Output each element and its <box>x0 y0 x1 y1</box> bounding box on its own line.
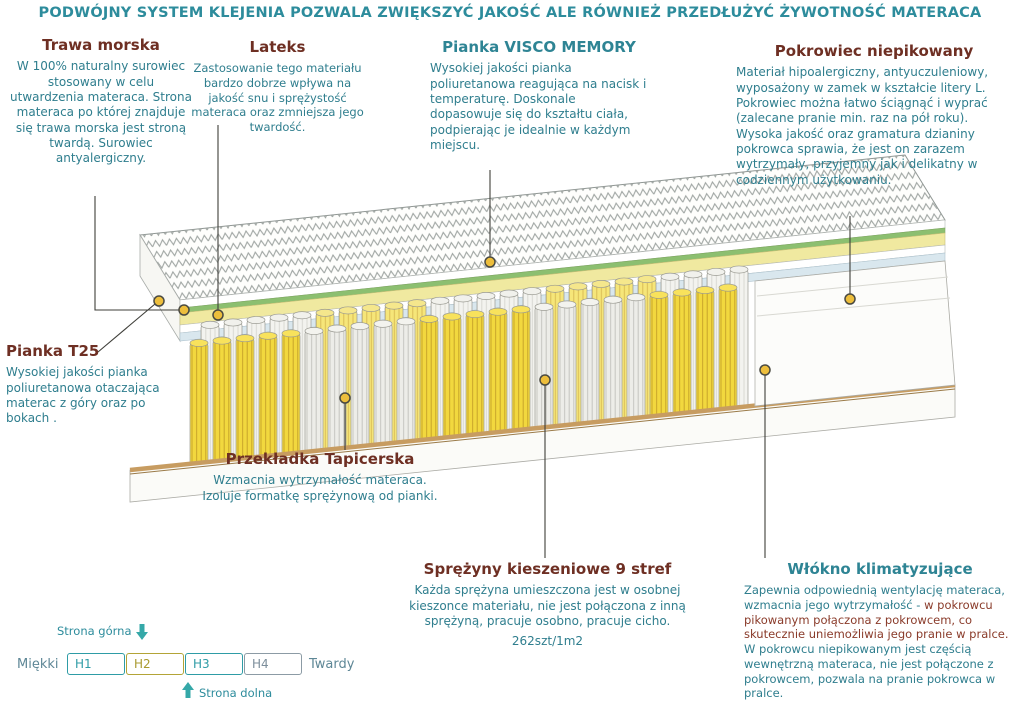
wlokno-block: Włókno klimatyzujące Zapewnia odpowiedni… <box>744 560 1016 701</box>
visco-memory-description: Wysokiej jakości pianka poliuretanowa re… <box>430 61 647 152</box>
leader-lines <box>94 125 851 558</box>
hardness-segment-h2: H2 <box>126 653 184 675</box>
wlokno-text-part3: W pokrowcu niepikowanym jest częścią wew… <box>744 642 996 701</box>
hardness-segment-h1: H1 <box>67 653 125 675</box>
cover-layer-line <box>756 276 949 297</box>
pianka-t25-block: Pianka T25 Wysokiej jakości pianka poliu… <box>6 342 168 427</box>
sprezyny-marker <box>539 374 551 386</box>
hardness-segment-h3: H3 <box>185 653 243 675</box>
visco-memory-block: Pianka VISCO MEMORY Wysokiej jakości pia… <box>430 38 648 153</box>
wlokno-description: Zapewnia odpowiednią wentylację materaca… <box>744 583 1016 701</box>
przekladka-marker <box>339 392 351 404</box>
przekladka-title: Przekładka Tapicerska <box>225 450 415 468</box>
sprezyny-title: Sprężyny kieszeniowe 9 stref <box>423 560 672 578</box>
visco-memory-title: Pianka VISCO MEMORY <box>442 38 636 56</box>
pokrowiec-marker <box>844 293 856 305</box>
trawa-morska-description: W 100% naturalny surowiec stosowany w ce… <box>10 59 192 166</box>
soft-label: Miękki <box>17 657 59 672</box>
bottom-side-arrow-icon <box>181 682 195 702</box>
pianka-t25-description: Wysokiej jakości pianka poliuretanowa ot… <box>6 365 160 426</box>
t25-leader-line <box>97 303 156 353</box>
hardness-scale: Strona górna Miękki H1 H2 H3 H4 Twardy S… <box>15 618 385 723</box>
hardness-segment-h4: H4 <box>244 653 302 675</box>
przekladka-description: Wzmacnia wytrzymałość materaca. Izoluje … <box>202 473 438 503</box>
wlokno-marker <box>759 364 771 376</box>
base-edge-shadow <box>129 388 956 475</box>
trawa-leader-line <box>94 196 180 311</box>
leader-markers <box>153 256 856 404</box>
trawa-morska-block: Trawa morska W 100% naturalny surowiec s… <box>10 36 192 167</box>
pokrowiec-description: Materiał hipoalergiczny, antyuczuleniowy… <box>736 65 989 187</box>
przekladka-block: Przekładka Tapicerska Wzmacnia wytrzymał… <box>200 450 440 504</box>
lateks-title: Lateks <box>249 38 306 56</box>
top-side-arrow-icon <box>135 624 149 644</box>
wlokno-text-part2: w pokrowcu pikowanym połączona z pokrowc… <box>744 597 1009 642</box>
lateks-marker <box>212 309 224 321</box>
zigzag-foam-texture <box>140 155 945 300</box>
trawa-morska-marker <box>178 304 190 316</box>
pokrowiec-block: Pokrowiec niepikowany Materiał hipoalerg… <box>736 42 1012 188</box>
pianka-t25-title: Pianka T25 <box>6 342 100 360</box>
visco-marker <box>484 256 496 268</box>
hard-label: Twardy <box>309 657 355 672</box>
pokrowiec-title: Pokrowiec niepikowany <box>774 42 974 60</box>
sprezyny-description: Każda sprężyna umieszczona jest w osobne… <box>409 583 686 628</box>
top-side-label: Strona górna <box>57 624 132 638</box>
t25-marker <box>153 295 165 307</box>
covered-mattress-end <box>754 260 956 407</box>
wlokno-text-part1: Zapewnia odpowiednią wentylację materaca… <box>744 583 1005 612</box>
cover-layer-line <box>756 297 951 317</box>
bottom-side-label: Strona dolna <box>199 686 273 700</box>
springs-per-m2: 262szt/1m2 <box>511 634 584 649</box>
header-banner: PODWÓJNY SYSTEM KLEJENIA POZWALA ZWIĘKSZ… <box>38 5 982 21</box>
lateks-block: Lateks Zastosowanie tego materiału bardz… <box>190 38 365 135</box>
lateks-description: Zastosowanie tego materiału bardzo dobrz… <box>191 61 364 135</box>
hardness-bar: H1 H2 H3 H4 <box>67 653 303 675</box>
trawa-morska-title: Trawa morska <box>42 36 160 54</box>
wlokno-title: Włókno klimatyzujące <box>787 560 973 578</box>
sprezyny-block: Sprężyny kieszeniowe 9 stref Każda spręż… <box>395 560 700 650</box>
